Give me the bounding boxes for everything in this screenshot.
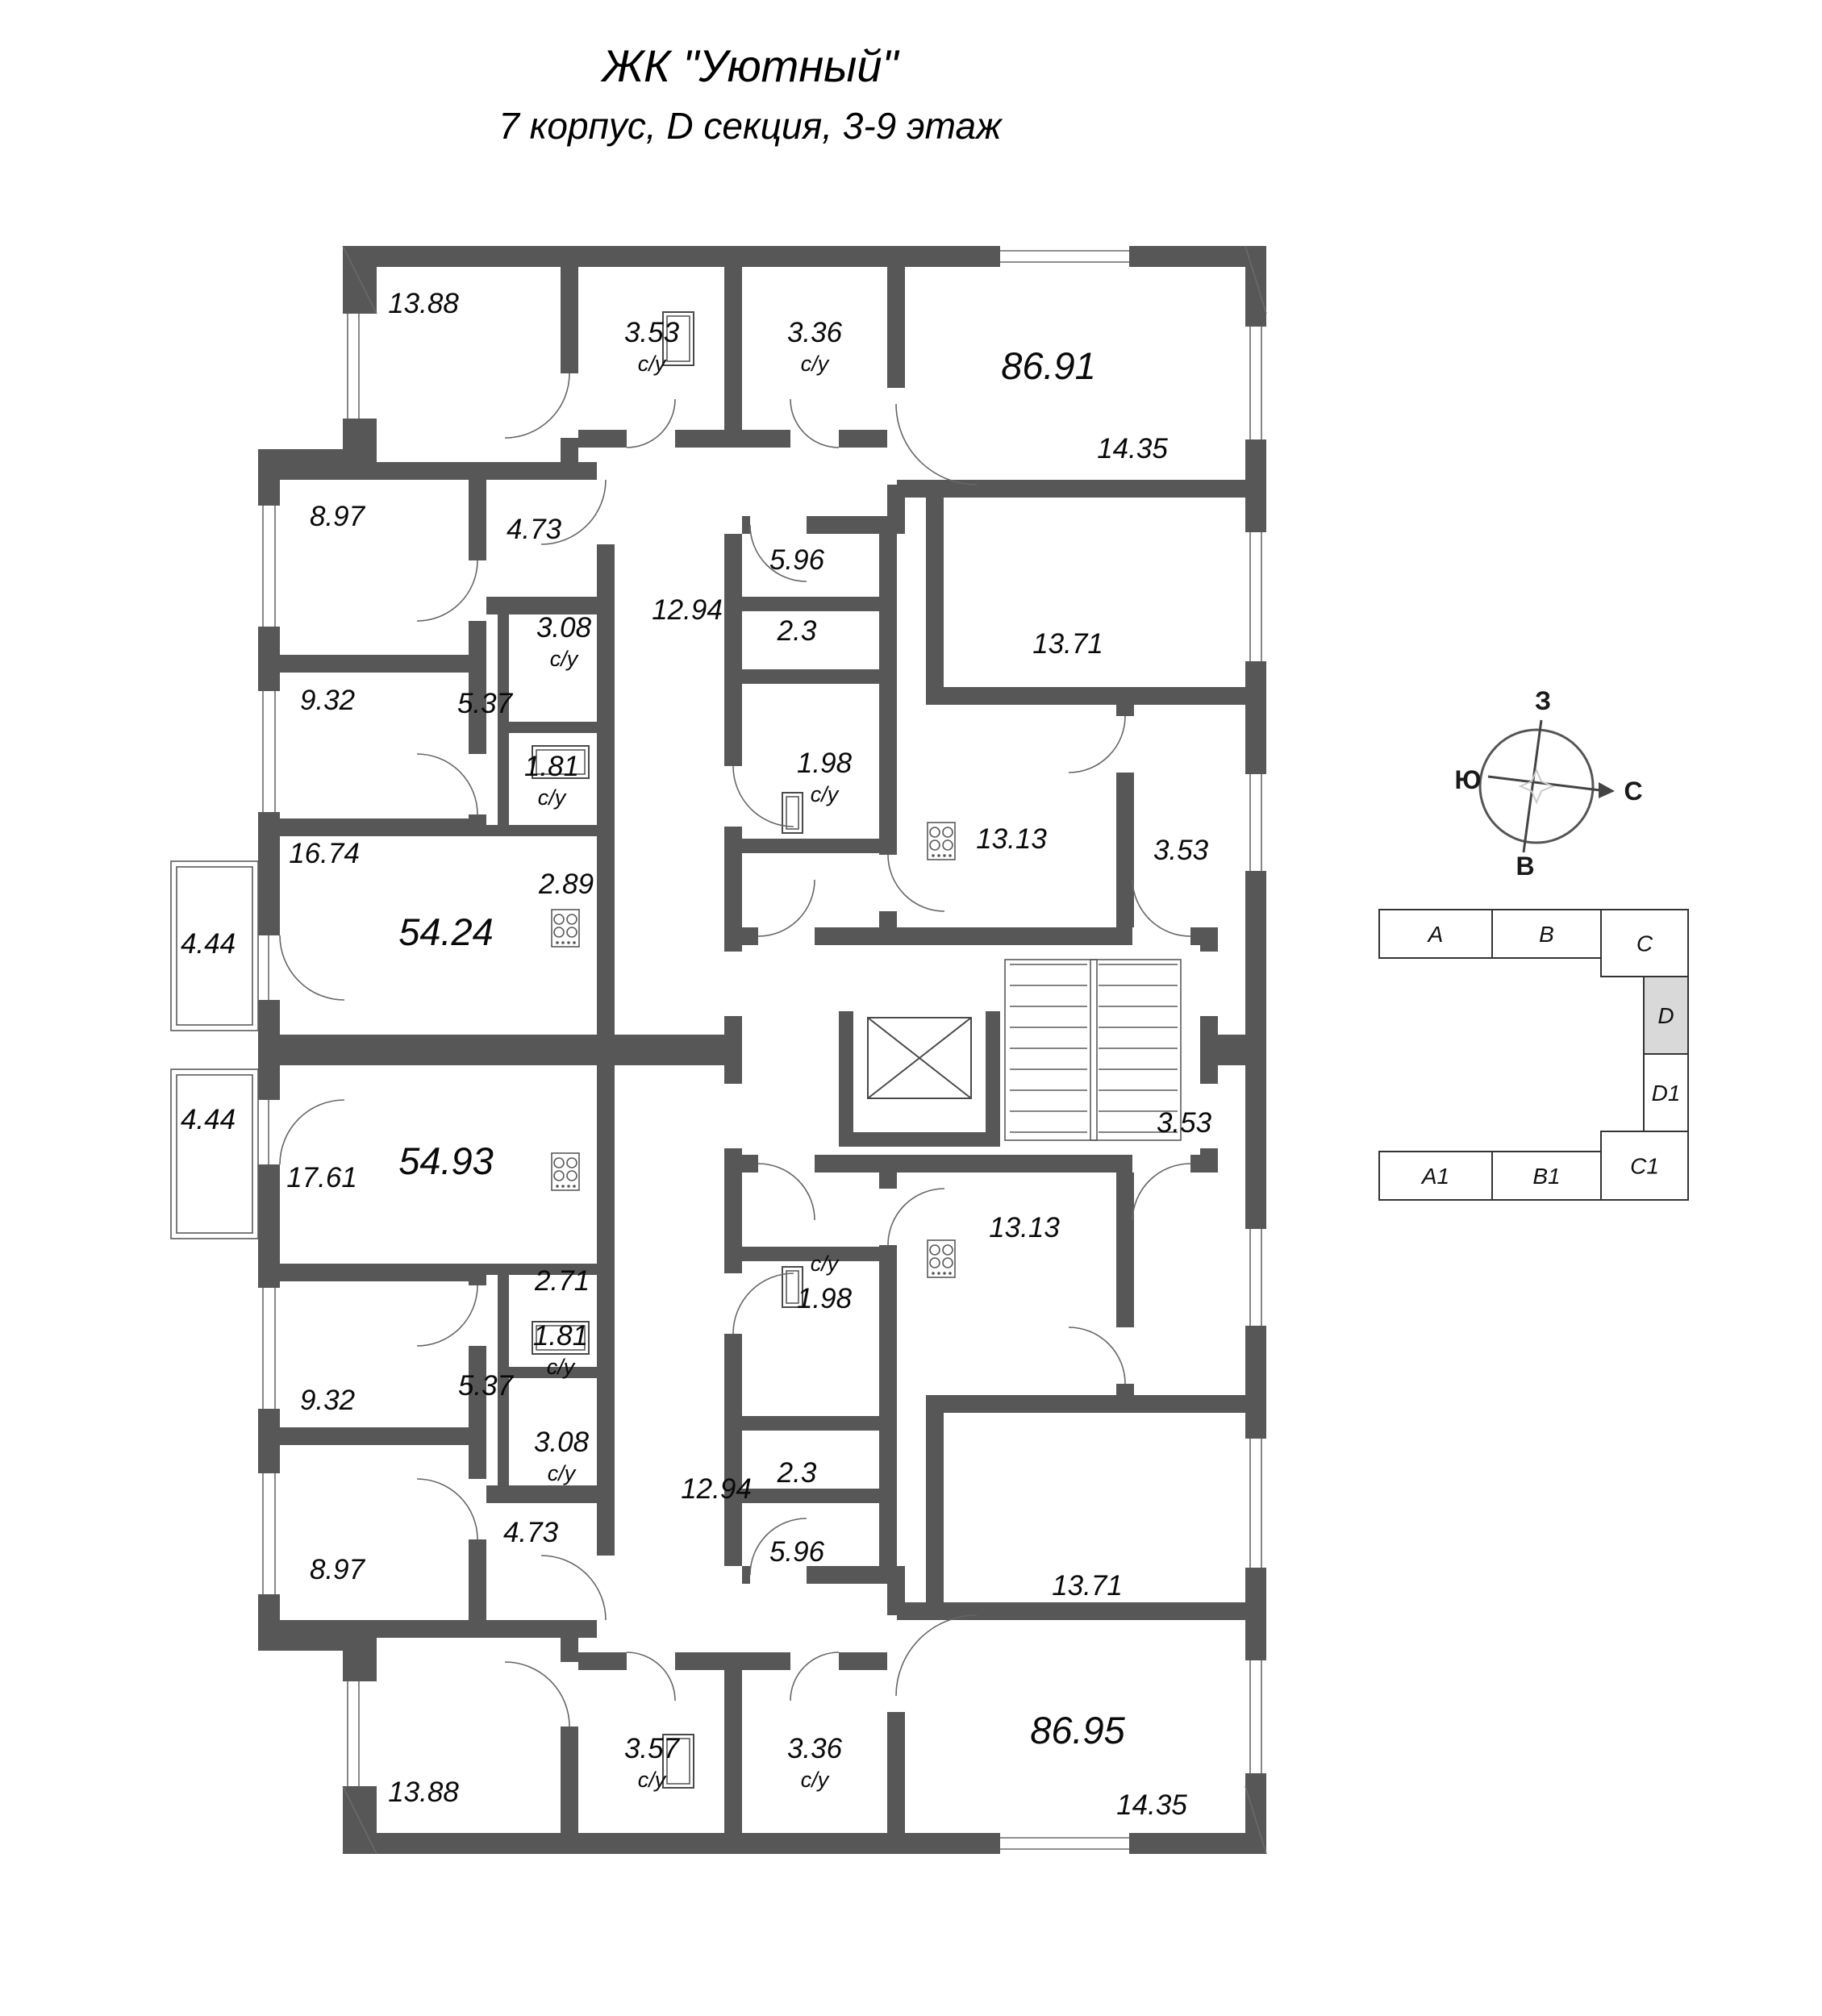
room-area-label: 9.32 — [300, 685, 355, 716]
room-area-label: 14.35 — [1116, 1789, 1187, 1821]
sanitary-unit-label: с/у — [801, 352, 830, 376]
sanitary-unit-label: с/у — [638, 1768, 667, 1792]
room-area-label: 13.88 — [388, 1776, 459, 1808]
room-area-label: 1.81 — [524, 751, 579, 782]
section-label: B1 — [1532, 1164, 1560, 1189]
section-box-D — [1643, 976, 1689, 1055]
room-area-label: 5.37 — [458, 1370, 515, 1402]
section-label: D1 — [1652, 1081, 1681, 1106]
room-area-label: 13.88 — [388, 288, 459, 319]
section-label: A — [1427, 922, 1444, 947]
room-area-label: 3.08 — [536, 612, 592, 644]
door-arcs — [279, 373, 1191, 1727]
room-area-label: 54.93 — [398, 1139, 494, 1182]
room-area-label: 16.74 — [289, 838, 360, 869]
room-area-label: 86.95 — [1030, 1709, 1125, 1752]
sanitary-unit-label: с/у — [550, 647, 579, 671]
room-area-label: 5.96 — [769, 544, 825, 576]
section-label: B — [1539, 922, 1554, 947]
room-area-label: 3.36 — [787, 317, 843, 348]
room-area-label: 5.37 — [457, 688, 514, 719]
room-area-label: 2.89 — [538, 868, 594, 900]
sanitary-unit-label: с/у — [547, 1355, 576, 1379]
room-area-label: 12.94 — [652, 594, 723, 626]
room-area-label: 3.53 — [1153, 835, 1209, 866]
sanitary-unit-label: с/у — [548, 1461, 577, 1485]
room-area-label: 2.3 — [777, 615, 817, 647]
room-area-label: 13.71 — [1052, 1570, 1123, 1602]
compass-label-left: Ю — [1455, 765, 1482, 794]
room-area-label: 2.71 — [534, 1265, 590, 1297]
room-area-label: 4.73 — [507, 514, 562, 545]
title-block: ЖК "Уютный" 7 корпус, D секция, 3-9 этаж — [0, 39, 1500, 148]
section-label: C — [1636, 931, 1653, 956]
room-area-label: 3.53 — [1157, 1107, 1212, 1139]
room-area-label: 4.44 — [181, 1104, 236, 1135]
sanitary-unit-label: с/у — [811, 782, 840, 806]
room-area-label: 1.81 — [533, 1320, 588, 1352]
room-area-label: 14.35 — [1097, 433, 1168, 464]
section-box-A — [1378, 909, 1493, 959]
room-area-label: 2.3 — [777, 1457, 817, 1489]
sanitary-unit-label: с/у — [538, 785, 567, 810]
room-area-label: 13.71 — [1032, 628, 1103, 660]
room-area-label: 12.94 — [681, 1473, 752, 1505]
room-area-label: 17.61 — [286, 1162, 357, 1193]
room-area-label: 4.73 — [503, 1517, 559, 1548]
page-subtitle: 7 корпус, D секция, 3-9 этаж — [498, 105, 1002, 148]
sanitary-unit-label: с/у — [811, 1252, 840, 1276]
room-area-label: 3.08 — [534, 1427, 590, 1458]
compass-rose: З Ю С В — [1455, 686, 1643, 881]
room-area-label: 13.13 — [989, 1212, 1060, 1243]
fixtures — [170, 311, 1182, 1789]
room-area-label: 86.91 — [1001, 344, 1096, 387]
section-box-B1 — [1491, 1151, 1602, 1201]
room-area-label: 1.98 — [797, 1283, 853, 1314]
sanitary-unit-label: с/у — [638, 352, 667, 376]
section-box-B — [1491, 909, 1602, 959]
section-box-C1 — [1600, 1131, 1689, 1201]
section-label: A1 — [1420, 1164, 1449, 1189]
compass-label-top: З — [1535, 686, 1551, 715]
compass-label-bottom: В — [1516, 852, 1534, 881]
room-area-label: 4.44 — [181, 928, 236, 960]
walls — [258, 245, 1267, 1855]
room-labels: 13.88 3.53 с/у 3.36 с/у 86.91 14.35 8.97 4.73 5.9… — [181, 288, 1212, 1821]
room-area-label: 1.98 — [797, 748, 853, 779]
section-label: C1 — [1630, 1154, 1659, 1179]
room-area-label: 54.24 — [398, 910, 494, 953]
sanitary-unit-label: с/у — [801, 1768, 830, 1792]
section-label: D — [1657, 1003, 1674, 1028]
room-area-label: 13.13 — [976, 823, 1047, 855]
windows — [258, 246, 1266, 1854]
room-area-label: 8.97 — [310, 501, 366, 532]
room-area-label: 8.97 — [310, 1554, 366, 1585]
page-title: ЖК "Уютный" — [602, 40, 898, 91]
room-area-label: 9.32 — [300, 1385, 355, 1416]
room-area-label: 5.96 — [769, 1536, 825, 1568]
compass-label-right: С — [1624, 777, 1642, 806]
room-area-label: 3.53 — [624, 317, 680, 348]
room-area-label: 3.36 — [787, 1733, 843, 1764]
room-area-label: 3.57 — [624, 1733, 681, 1764]
